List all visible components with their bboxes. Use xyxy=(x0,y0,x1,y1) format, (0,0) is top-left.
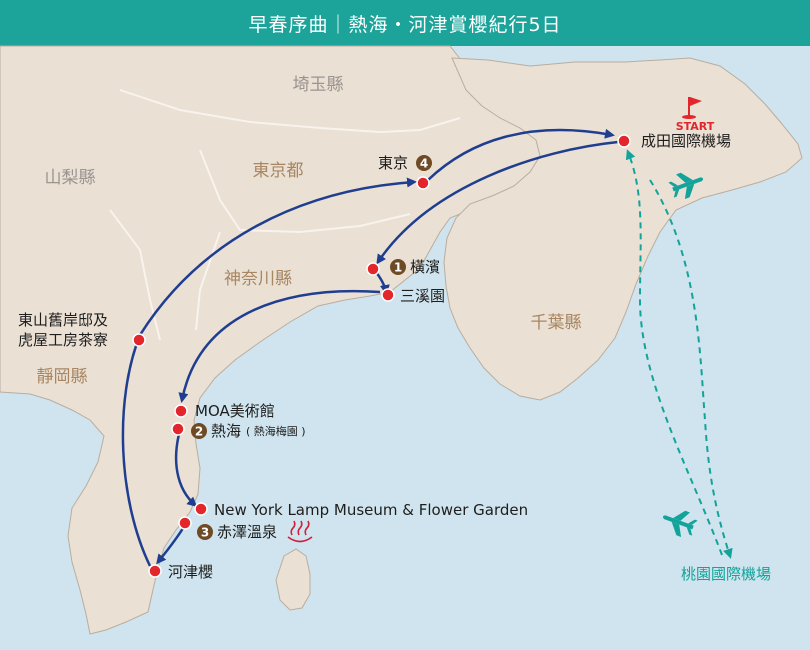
stop-dot-tokyo[interactable] xyxy=(416,176,430,190)
oshima-island xyxy=(275,548,311,611)
stop-dot-yokohama[interactable] xyxy=(366,262,380,276)
region-shizuoka: 靜岡縣 xyxy=(37,367,88,387)
stop-label-akazawa: 赤澤溫泉 xyxy=(217,523,277,541)
day-badges: 4 1 2 3 xyxy=(191,155,432,540)
region-yamanashi: 山梨縣 xyxy=(45,168,96,188)
airplane-icon xyxy=(662,510,698,537)
stop-label-narita: 成田國際機場 xyxy=(641,132,731,150)
boso-peninsula xyxy=(443,57,803,401)
stop-label-higashiyama-1: 東山舊岸邸及 xyxy=(18,311,108,329)
stop-label-moa: MOA美術館 xyxy=(195,402,275,420)
stop-label-sankeien: 三溪園 xyxy=(400,287,445,305)
prefecture-borders xyxy=(109,89,461,341)
title-bar: 早春序曲｜熱海・河津賞櫻紀行5日 xyxy=(0,0,810,46)
stop-label-higashiyama-2: 虎屋工房茶寮 xyxy=(18,331,108,349)
stop-dot-atami[interactable] xyxy=(171,422,185,436)
stop-dot-higashiyama[interactable] xyxy=(132,333,146,347)
stop-dot-lamp-museum[interactable] xyxy=(194,502,208,516)
stop-label-yokohama: 橫濱 xyxy=(410,258,440,276)
stop-dot-moa[interactable] xyxy=(174,404,188,418)
hot-spring-icon xyxy=(287,520,313,543)
flight-paths xyxy=(625,149,733,559)
stop-label-atami: 熱海 xyxy=(211,422,241,440)
page-title: 早春序曲｜熱海・河津賞櫻紀行5日 xyxy=(248,13,562,36)
start-label: START xyxy=(676,120,715,133)
stop-label-atami-note: ( 熱海梅園 ) xyxy=(246,424,306,438)
region-kanagawa: 神奈川縣 xyxy=(224,269,292,289)
day-badge-akazawa: 3 xyxy=(201,526,209,540)
stop-dots xyxy=(132,134,631,578)
day-badge-tokyo: 4 xyxy=(420,157,428,171)
region-tokyo: 東京都 xyxy=(253,161,304,181)
stop-dot-akazawa[interactable] xyxy=(178,516,192,530)
start-flag-icon xyxy=(682,97,702,119)
stop-label-tokyo: 東京 xyxy=(378,154,408,172)
stop-dot-narita[interactable] xyxy=(617,134,631,148)
stop-label-lamp-museum: New York Lamp Museum & Flower Garden xyxy=(214,501,528,519)
stop-label-kawazu: 河津櫻 xyxy=(168,563,213,581)
day-badge-atami: 2 xyxy=(195,425,203,439)
stop-label-taoyuan: 桃園國際機場 xyxy=(681,565,771,583)
region-chiba: 千葉縣 xyxy=(531,313,582,333)
stop-dot-kawazu[interactable] xyxy=(148,564,162,578)
day-badge-yokohama: 1 xyxy=(394,261,402,275)
region-saitama: 埼玉縣 xyxy=(293,75,344,95)
airplane-icon xyxy=(668,172,704,199)
stop-dot-sankeien[interactable] xyxy=(381,288,395,302)
